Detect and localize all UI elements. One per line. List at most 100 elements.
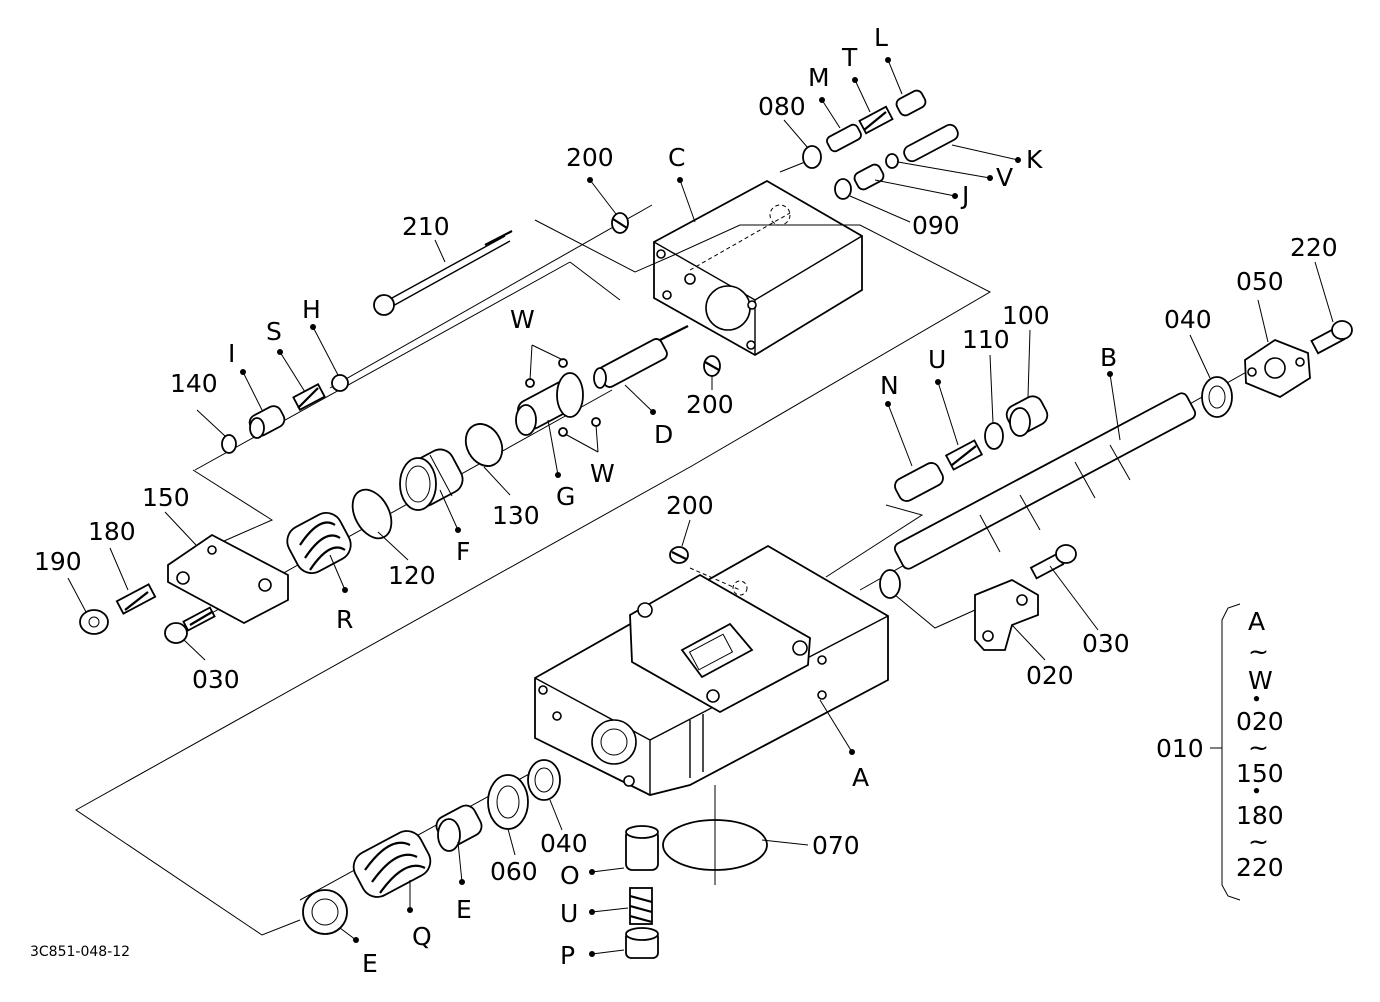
o-ring-070[interactable] [662,785,768,885]
part-h[interactable] [331,374,349,392]
diagram-code: 3C851-048-12 [30,944,130,960]
label-190: 190 [34,547,82,576]
plate-150[interactable] [167,533,289,625]
collar-e-lower[interactable] [302,889,348,935]
label-100: 100 [1002,301,1050,330]
bolt-220[interactable] [1310,320,1353,355]
label-m: M [808,63,830,92]
label-h: H [302,295,321,324]
label-130: 130 [492,501,540,530]
label-w-upper: W [510,305,535,334]
o-ring-140[interactable] [221,434,237,454]
label-v: V [996,163,1013,192]
sleeve-g[interactable] [514,372,584,436]
range-line-6: ~ [1248,733,1269,762]
label-140: 140 [170,369,218,398]
balls-w[interactable] [525,344,601,453]
valve-body-a[interactable] [534,544,889,796]
plug-o[interactable] [625,825,659,871]
spring-r[interactable] [282,507,357,578]
range-line-4: ・ [1244,685,1269,714]
label-a: A [852,763,869,792]
pin-k[interactable] [902,122,961,163]
label-200-mid: 200 [686,390,734,419]
label-p: P [560,941,575,970]
seat-100[interactable] [1003,393,1051,437]
bolt-030-left[interactable] [164,606,216,644]
label-220: 220 [1290,233,1338,262]
bracket-020[interactable] [974,579,1039,651]
o-ring-080[interactable] [802,145,822,169]
part-labels: 200 C 080 M T L K V J 090 210 H S I 140 … [34,23,1338,978]
range-line-1: A [1248,607,1265,636]
spring-s[interactable] [292,383,326,411]
range-line-8: ・ [1244,777,1269,806]
label-e-lower: E [362,949,378,978]
label-030-left: 030 [192,665,240,694]
label-040-lower: 040 [540,829,588,858]
collar-e-upper[interactable] [433,802,485,852]
assembly-outline-upper [192,469,274,549]
piston-f[interactable] [397,445,467,511]
o-ring-110[interactable] [984,422,1004,450]
poppet-n[interactable] [892,460,946,504]
label-150: 150 [142,483,190,512]
label-200-top: 200 [566,143,614,172]
plug-200-mid[interactable] [703,355,721,377]
label-f: F [456,537,470,566]
label-o: O [560,861,580,890]
spring-u-lower[interactable] [629,887,653,925]
plunger-d[interactable] [593,325,689,389]
cover-050[interactable] [1244,338,1311,399]
o-ring-090[interactable] [834,178,852,200]
label-r: R [336,605,353,634]
assembly-range: 010 A ~ W ・ 020 ~ 150 ・ 180 ~ 220 [1156,607,1284,882]
poppet-m[interactable] [825,123,863,153]
range-line-7: 150 [1236,759,1284,788]
label-040-right: 040 [1164,305,1212,334]
range-line-2: ~ [1248,637,1269,666]
label-j: J [960,181,969,210]
bolt-210[interactable] [373,230,513,316]
bolt-030-right[interactable] [1029,544,1077,580]
assembly-range-bracket [1210,603,1241,901]
label-w-lower: W [590,459,615,488]
label-l: L [874,23,888,52]
assembly-label-010: 010 [1156,734,1204,763]
range-line-5: 020 [1236,707,1284,736]
label-050: 050 [1236,267,1284,296]
label-u-lower: U [560,899,578,928]
label-c: C [668,143,685,172]
label-020: 020 [1026,661,1074,690]
seal-040-lower[interactable] [527,759,561,801]
plug-200-top[interactable] [611,212,629,234]
label-t: T [841,43,858,72]
spring-t[interactable] [858,105,894,135]
plug-l[interactable] [894,88,927,117]
assembly-outline-left [75,219,992,936]
seat-j[interactable] [852,162,885,191]
seat-p[interactable] [625,927,659,959]
washer-060[interactable] [487,774,529,830]
label-030-right: 030 [1082,629,1130,658]
range-line-10: ~ [1248,827,1269,856]
label-e-upper: E [456,895,472,924]
o-ring-120[interactable] [345,483,399,545]
spring-u-upper[interactable] [944,439,984,471]
seal-040-right[interactable] [1201,376,1233,418]
range-line-11: 220 [1236,853,1284,882]
label-s: S [266,317,282,346]
label-200-body: 200 [666,491,714,520]
screw-180[interactable] [115,583,157,615]
spring-v[interactable] [885,153,899,169]
spring-q[interactable] [348,825,436,902]
part-i[interactable] [247,403,287,439]
plug-200-body[interactable] [669,546,689,564]
label-120: 120 [388,561,436,590]
o-ring-130[interactable] [459,418,510,473]
valve-block-c[interactable] [653,179,863,357]
label-b: B [1100,343,1117,372]
label-d: D [654,420,673,449]
nut-190[interactable] [79,609,109,635]
